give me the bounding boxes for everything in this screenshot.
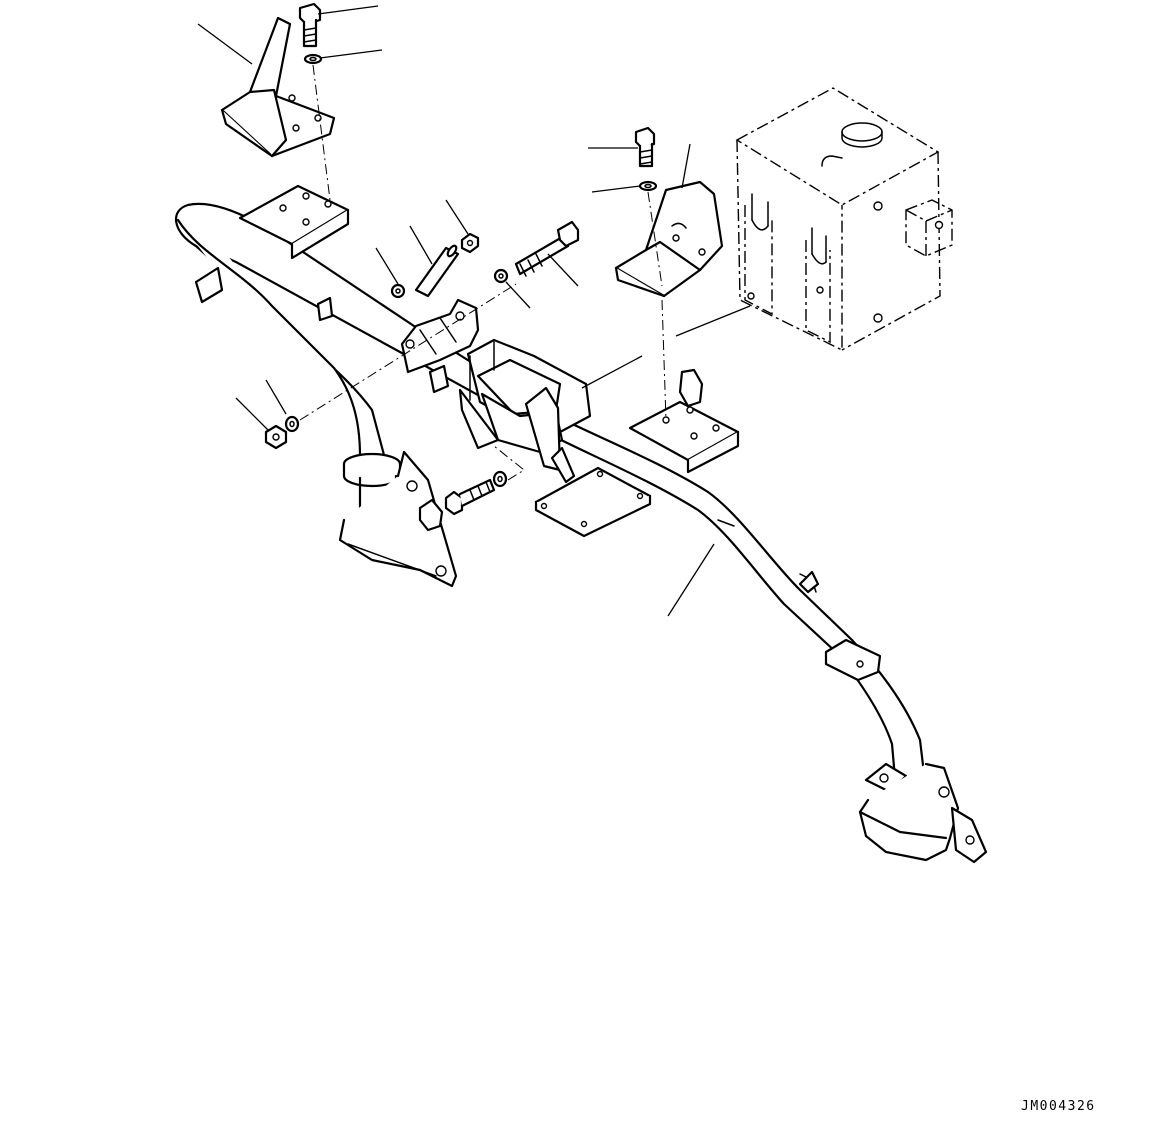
- pin: [414, 244, 460, 298]
- center-bracket: [400, 298, 592, 484]
- nut-pin: [460, 232, 480, 254]
- left-mount-plate: [238, 184, 350, 260]
- phantom-tank: [735, 87, 953, 352]
- upper-left-bracket: [220, 16, 336, 158]
- bolt-top-right: [634, 126, 656, 168]
- bolt-top-left: [298, 2, 322, 48]
- washer-top-right: [638, 180, 658, 192]
- cover-plate: [534, 466, 652, 538]
- right-mount-plate: [628, 368, 740, 474]
- long-bolt: [514, 220, 580, 277]
- right-leg-mount: [858, 762, 988, 864]
- leader-lines: [197, 5, 751, 617]
- upper-right-bracket: [614, 180, 724, 298]
- left-leg-mount: [338, 450, 458, 588]
- washer-lower: [492, 470, 508, 488]
- fasteners: [264, 2, 658, 516]
- drawing-code-label: JM004326: [1021, 1099, 1096, 1114]
- assembly-center-lines: [299, 64, 667, 481]
- bolt-lower: [444, 478, 496, 516]
- washer-pin: [390, 283, 406, 299]
- washer-top-left: [303, 53, 323, 65]
- tube-clip-right: [798, 570, 882, 682]
- washer-long-bolt: [493, 268, 509, 284]
- washer-left: [284, 415, 300, 433]
- nut-left: [264, 424, 288, 450]
